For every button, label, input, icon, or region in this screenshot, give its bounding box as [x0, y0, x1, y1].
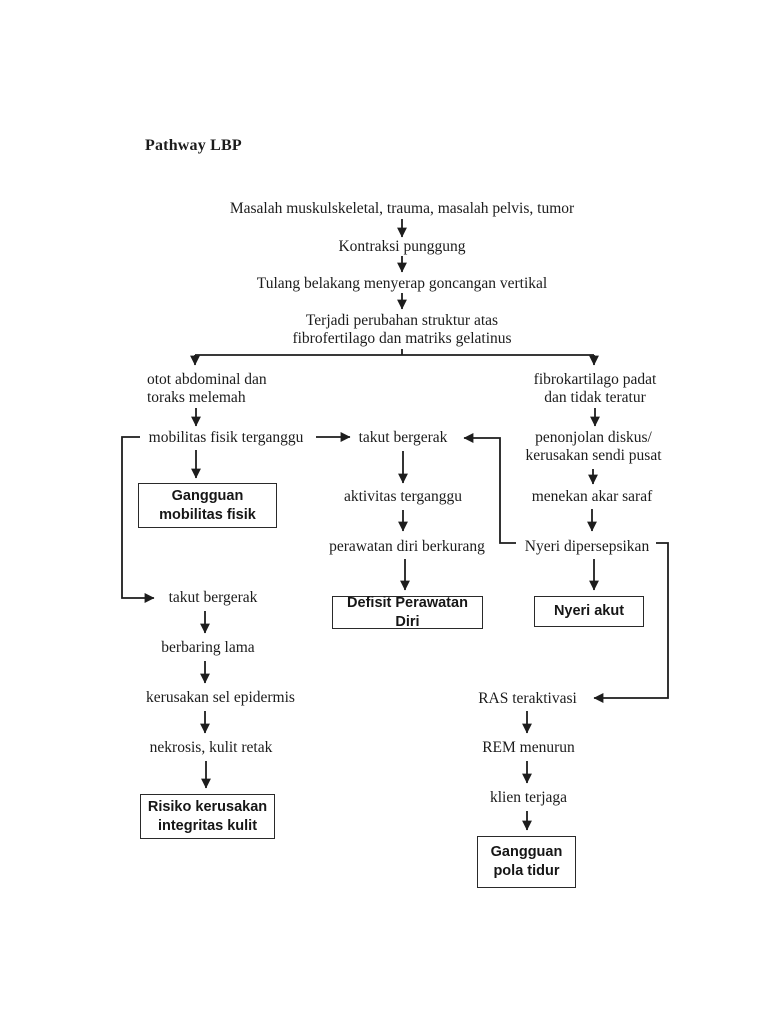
node-ras-teraktivasi: RAS teraktivasi — [478, 690, 577, 707]
node-rem-menurun: REM menurun — [482, 739, 575, 756]
node-aktivitas-terganggu: aktivitas terganggu — [343, 488, 463, 505]
node-mobilitas-fisik-terganggu: mobilitas fisik terganggu — [148, 429, 304, 446]
diagnosis-box-gangguan-pola-tidur: Gangguan pola tidur — [477, 836, 576, 888]
node-perubahan-struktur: Terjadi perubahan struktur atas fibrofer… — [292, 312, 512, 347]
node-kontraksi-punggung: Kontraksi punggung — [338, 238, 466, 255]
node-nyeri-dipersepsikan: Nyeri dipersepsikan — [524, 538, 650, 555]
node-fibrokartilago-padat: fibrokartilago padat dan tidak teratur — [533, 371, 657, 406]
diagnosis-box-nyeri-akut: Nyeri akut — [534, 596, 644, 627]
node-kerusakan-sel-epidermis: kerusakan sel epidermis — [146, 689, 295, 706]
node-penonjolan-diskus: penonjolan diskus/ kerusakan sendi pusat — [525, 429, 662, 464]
node-perawatan-diri-berkurang: perawatan diri berkurang — [329, 538, 485, 555]
node-otot-abdominal: otot abdominal dan toraks melemah — [147, 371, 267, 406]
node-klien-terjaga: klien terjaga — [489, 789, 568, 806]
node-takut-bergerak-kiri: takut bergerak — [168, 589, 258, 606]
node-takut-bergerak-tengah: takut bergerak — [358, 429, 448, 446]
diagnosis-label: Nyeri akut — [553, 603, 625, 619]
diagnosis-box-defisit-perawatan-diri: Defisit Perawatan Diri — [332, 594, 483, 630]
page-title: Pathway LBP — [145, 137, 242, 154]
node-berbaring-lama: berbaring lama — [161, 639, 255, 656]
diagnosis-label: Defisit Perawatan Diri — [347, 594, 468, 630]
diagnosis-label: Risiko kerusakan integritas kulit — [147, 798, 268, 834]
diagnosis-box-gangguan-mobilitas-fisik: Gangguan mobilitas fisik — [138, 483, 277, 528]
diagnosis-label: Gangguan mobilitas fisik — [159, 487, 256, 523]
node-tulang-belakang: Tulang belakang menyerap goncangan verti… — [256, 275, 548, 292]
node-menekan-akar-saraf: menekan akar saraf — [531, 488, 653, 505]
diagnosis-label: Gangguan pola tidur — [490, 844, 563, 879]
node-masalah-muskuloskeletal: Masalah muskulskeletal, trauma, masalah … — [229, 200, 575, 217]
diagnosis-box-risiko-kerusakan-integritas-kulit: Risiko kerusakan integritas kulit — [140, 794, 275, 839]
node-nekrosis-kulit-retak: nekrosis, kulit retak — [149, 739, 273, 756]
